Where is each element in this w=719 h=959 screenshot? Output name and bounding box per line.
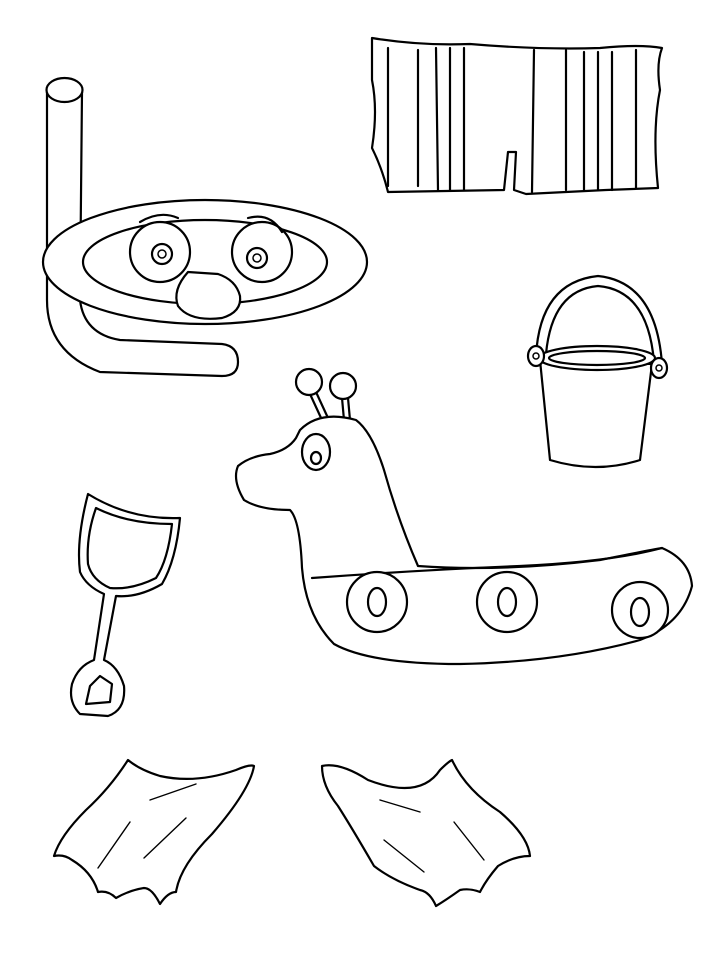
spot-3-icon: [610, 580, 670, 640]
left-flipper-icon: [52, 758, 256, 906]
left-eye-icon: [128, 213, 192, 284]
right-eye-icon: [230, 215, 294, 284]
nose-icon: [175, 270, 242, 320]
swim-trunks-icon: [370, 36, 664, 196]
snail-eye-icon: [300, 432, 332, 472]
bucket-icon: [526, 274, 669, 469]
snail-pool-float-icon: [234, 367, 694, 666]
right-flipper-icon: [320, 758, 532, 908]
snorkel-mask-icon: [41, 76, 369, 378]
spot-2-icon: [475, 570, 539, 634]
spot-1-icon: [345, 570, 409, 634]
shovel-icon: [69, 492, 182, 718]
